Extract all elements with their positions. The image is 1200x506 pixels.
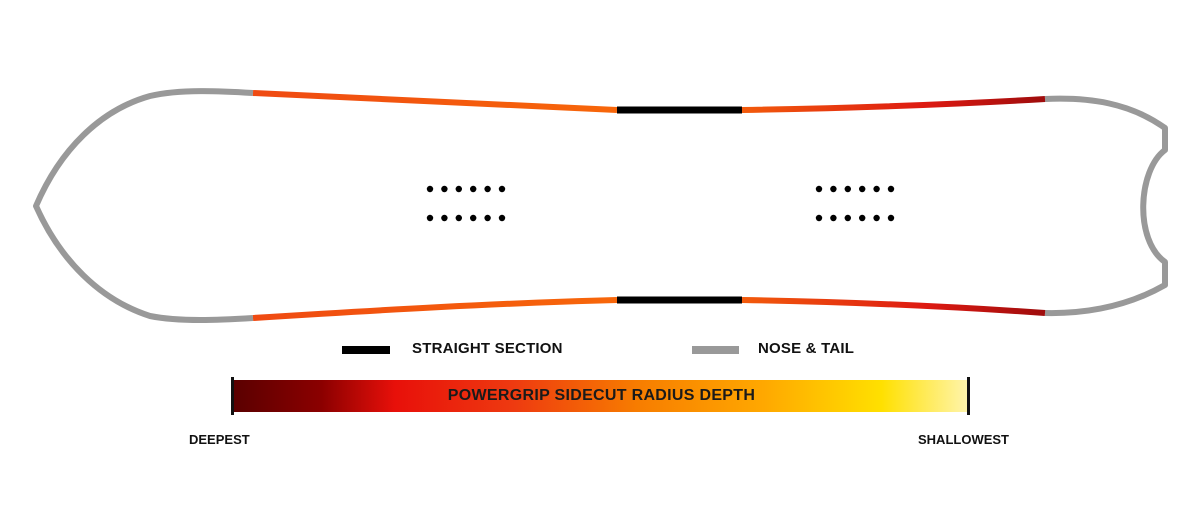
- insert-hole: [441, 214, 448, 222]
- sidecut-depth-scale-bar: POWERGRIP SIDECUT RADIUS DEPTH: [233, 380, 970, 412]
- insert-hole: [484, 185, 491, 193]
- binding-inserts-front: [426, 185, 506, 222]
- insert-hole: [484, 214, 491, 222]
- insert-hole: [470, 214, 477, 222]
- straight-section-swatch: [342, 346, 390, 354]
- insert-hole: [887, 214, 895, 222]
- scale-title: POWERGRIP SIDECUT RADIUS DEPTH: [447, 387, 756, 404]
- insert-hole: [873, 214, 880, 222]
- shallowest-label: SHALLOWEST: [918, 432, 1009, 447]
- insert-hole: [815, 214, 823, 222]
- nose-tail-swatch: [692, 346, 739, 354]
- insert-hole: [426, 185, 434, 193]
- straight-section-label: STRAIGHT SECTION: [412, 340, 563, 357]
- insert-hole: [859, 214, 866, 222]
- insert-hole: [844, 185, 851, 193]
- insert-hole: [844, 214, 851, 222]
- top-edge-tail-sidecut: [741, 96, 1046, 113]
- deepest-label: DEEPEST: [189, 432, 250, 447]
- nose-tail-label: NOSE & TAIL: [758, 340, 855, 357]
- insert-hole: [830, 214, 837, 222]
- insert-hole: [859, 185, 866, 193]
- insert-hole: [830, 185, 837, 193]
- bottom-edge-tail-sidecut: [741, 297, 1046, 316]
- tail-outline: [1044, 95, 1168, 317]
- insert-hole: [873, 185, 880, 193]
- insert-hole: [441, 185, 448, 193]
- insert-hole: [498, 185, 506, 193]
- binding-inserts-rear: [815, 185, 895, 222]
- top-edge-nose-sidecut: [252, 90, 618, 113]
- insert-hole: [470, 185, 477, 193]
- insert-hole: [887, 185, 895, 193]
- insert-hole: [426, 214, 434, 222]
- insert-hole: [455, 185, 462, 193]
- insert-hole: [455, 214, 462, 222]
- nose-outline: [33, 88, 254, 323]
- insert-hole: [498, 214, 506, 222]
- insert-hole: [815, 185, 823, 193]
- bottom-edge-nose-sidecut: [252, 297, 618, 321]
- scale-left-tick: [231, 377, 234, 415]
- scale-right-tick: [967, 377, 970, 415]
